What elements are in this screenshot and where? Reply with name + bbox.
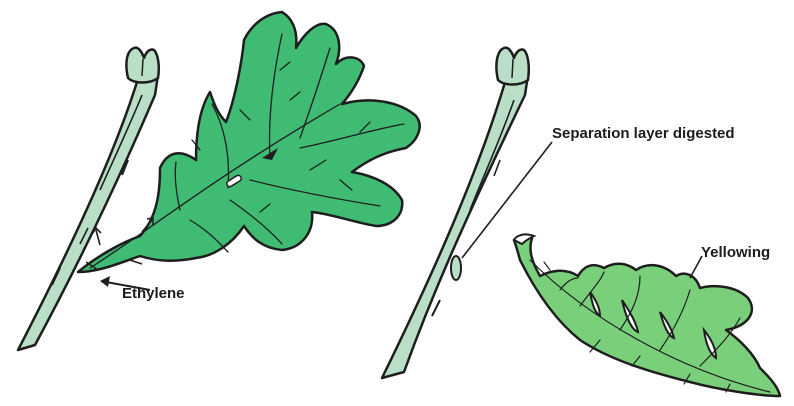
right-terminal-bud [496,48,528,85]
leaf-scar [451,256,461,280]
yellowing-label: Yellowing [701,245,770,260]
ethylene-label: Ethylene [122,286,185,301]
left-terminal-bud [126,48,158,83]
separation-layer-label: Separation layer digested [552,126,735,141]
left-twig [18,72,158,350]
